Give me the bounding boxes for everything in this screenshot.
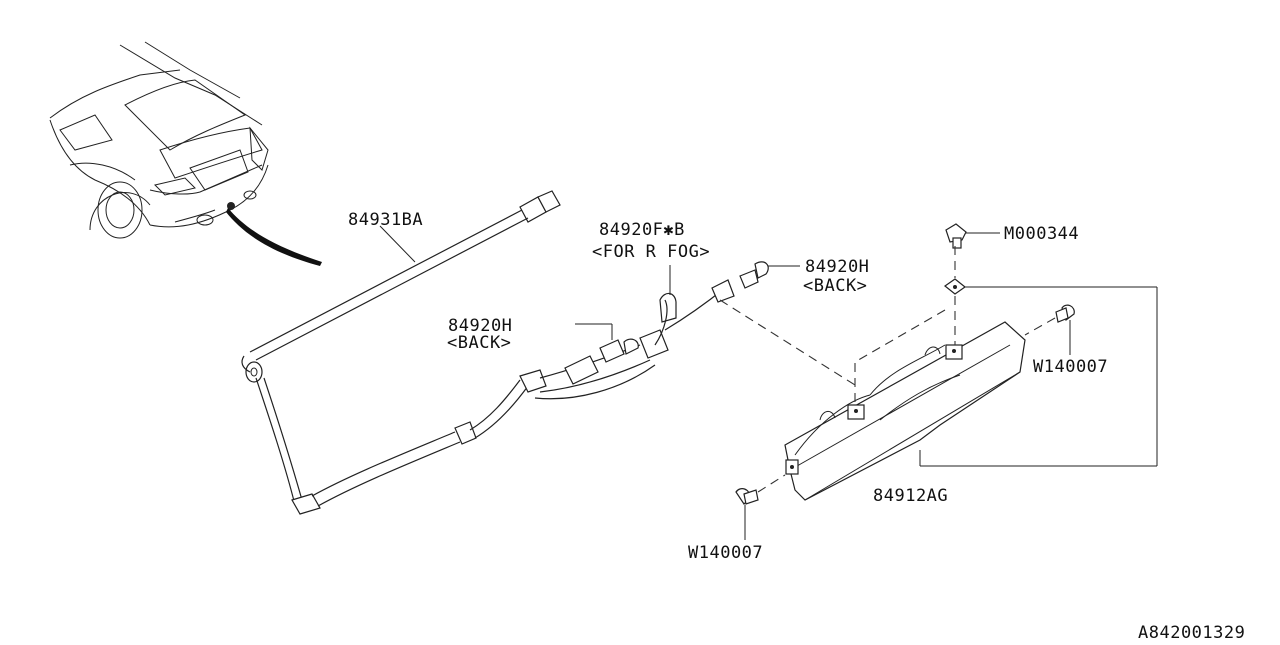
label-nut: M000344 — [1004, 224, 1079, 244]
wire-harness — [241, 190, 769, 515]
label-diagram-id: A842001329 — [1138, 623, 1245, 640]
assembly-guides — [719, 246, 1056, 493]
nut-part — [943, 223, 967, 295]
label-screw-bottom: W140007 — [688, 543, 763, 563]
label-screw-right: W140007 — [1033, 357, 1108, 377]
screw-bottom-part — [735, 488, 759, 505]
label-bulb-back-right: 84920H — [805, 257, 869, 277]
screw-right-part — [1055, 304, 1075, 323]
label-lamp-assembly: 84912AG — [873, 486, 948, 506]
label-bulb-fog: 84920F✱B — [599, 220, 685, 240]
label-bulb-back-left: 84920H — [448, 316, 512, 336]
car-rear-illustration — [49, 41, 322, 266]
label-harness: 84931BA — [348, 210, 423, 230]
label-bulb-fog-note: <FOR R FOG> — [592, 242, 710, 262]
rear-fog-lamp-assembly — [784, 321, 1026, 501]
leader-lines — [379, 225, 1158, 540]
label-bulb-back-right-note: <BACK> — [803, 276, 867, 296]
label-bulb-back-left-note: <BACK> — [447, 333, 511, 353]
